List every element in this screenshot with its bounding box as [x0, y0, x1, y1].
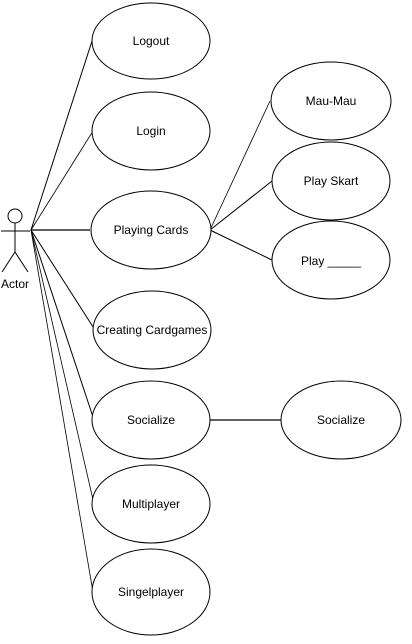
usecase-multiplayer-label: Multiplayer	[122, 497, 180, 511]
assoc-actor-singelplayer	[30, 229, 94, 593]
usecase-singelplayer-label: Singelplayer	[118, 585, 184, 599]
usecase-mau-mau-label: Mau-Mau	[306, 94, 357, 108]
usecase-play-skart-label: Play Skart	[304, 174, 359, 188]
assoc-actor-multiplayer	[30, 229, 95, 505]
actor-label: Actor	[1, 277, 29, 291]
usecase-logout[interactable]: Logout	[91, 2, 211, 80]
usecase-creating-cardgames-label: Creating Cardgames	[97, 323, 208, 337]
assoc-actor-creating-cardgames	[30, 229, 96, 331]
usecase-creating-cardgames[interactable]: Creating Cardgames	[92, 290, 212, 370]
usecase-singelplayer[interactable]: Singelplayer	[91, 548, 211, 636]
assoc-actor-login	[30, 130, 94, 231]
actor-associations	[30, 40, 96, 593]
actor: Actor	[1, 208, 30, 291]
assoc-playing-cards-play-skart	[209, 180, 273, 231]
usecase-socialize-label: Socialize	[127, 413, 175, 427]
assoc-playing-cards-play-blank	[209, 229, 273, 261]
assoc-actor-socialize	[30, 229, 95, 421]
usecase-login[interactable]: Login	[91, 91, 211, 171]
usecase-playing-cards[interactable]: Playing Cards	[90, 190, 212, 270]
usecase-play-blank[interactable]: Play _____	[271, 220, 391, 300]
usecase-play-skart[interactable]: Play Skart	[271, 141, 391, 221]
usecase-multiplayer[interactable]: Multiplayer	[91, 464, 211, 544]
usecase-playing-cards-label: Playing Cards	[114, 223, 189, 237]
usecase-logout-label: Logout	[133, 34, 170, 48]
usecase-play-blank-label: Play _____	[301, 254, 361, 268]
usecase-socialize-sub[interactable]: Socialize	[280, 380, 402, 460]
actor-figure-icon	[1, 208, 30, 273]
usecase-socialize[interactable]: Socialize	[91, 380, 211, 460]
usecase-socialize-sub-label: Socialize	[317, 413, 365, 427]
assoc-playing-cards-mau-mau	[209, 100, 271, 231]
usecase-mau-mau[interactable]: Mau-Mau	[270, 61, 392, 141]
usecase-associations	[209, 100, 281, 421]
usecase-login-label: Login	[136, 124, 165, 138]
assoc-actor-logout	[30, 40, 93, 231]
